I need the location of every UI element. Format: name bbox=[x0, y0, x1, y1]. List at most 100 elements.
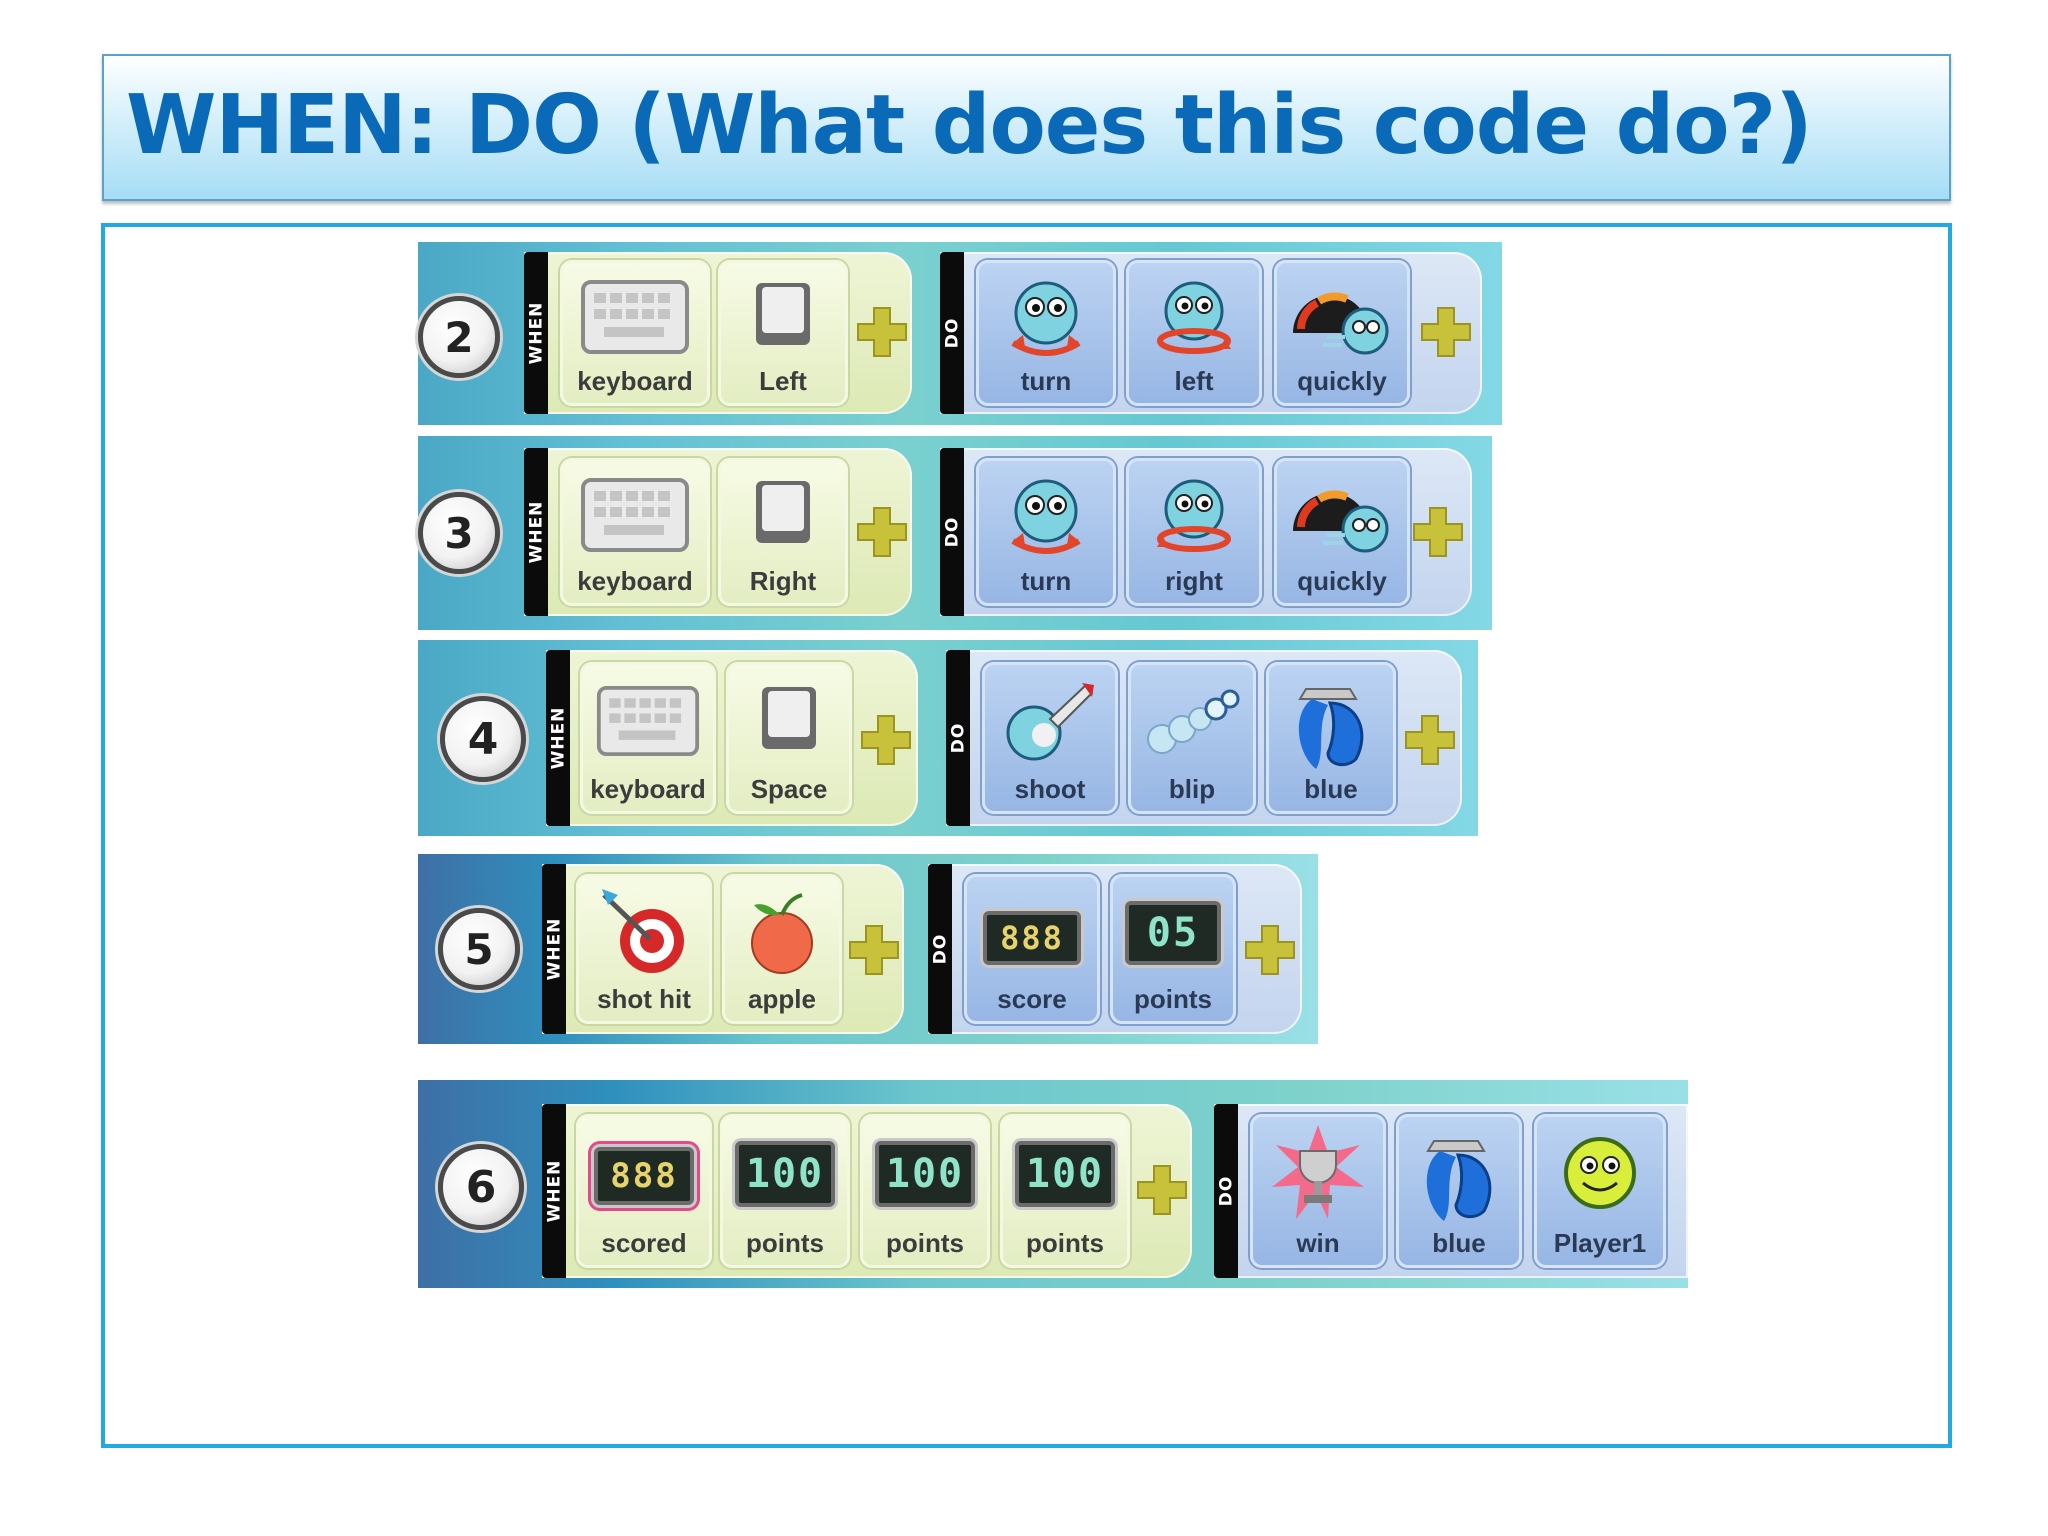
when-panel[interactable]: WHEN keyboard Left bbox=[524, 252, 912, 414]
do-panel[interactable]: DO shoot blip blue bbox=[946, 650, 1462, 826]
do-panel[interactable]: DO turn left quickly bbox=[940, 252, 1482, 414]
points-display: 05 bbox=[1146, 910, 1200, 956]
add-condition-plus-icon[interactable] bbox=[854, 504, 910, 560]
add-condition-plus-icon[interactable] bbox=[846, 922, 902, 978]
blip-icon bbox=[1147, 689, 1240, 754]
tile-keyboard[interactable]: keyboard bbox=[560, 458, 710, 606]
tile-score[interactable]: 888 score bbox=[964, 874, 1100, 1024]
tile-label: shoot bbox=[1014, 774, 1086, 804]
points-display: 100 bbox=[1025, 1151, 1105, 1197]
key-icon bbox=[756, 481, 810, 543]
rule-row-2: 2 WHEN keyboard Left DO turn left quickl… bbox=[418, 242, 1502, 425]
tile-blue[interactable]: blue bbox=[1396, 1114, 1522, 1268]
tile-key[interactable]: Space bbox=[726, 662, 852, 814]
rule-row-3: 3 WHEN keyboard Right DO turn right quic… bbox=[418, 436, 1492, 630]
tile-blue[interactable]: blue bbox=[1266, 662, 1396, 814]
add-action-plus-icon[interactable] bbox=[1402, 712, 1458, 768]
tile-turn[interactable]: turn bbox=[976, 458, 1116, 606]
tile-label: blip bbox=[1168, 774, 1216, 804]
speedometer-icon bbox=[1293, 292, 1389, 355]
apple-icon bbox=[751, 893, 813, 974]
speedometer-icon bbox=[1293, 490, 1389, 553]
tile-scored[interactable]: 888 scored bbox=[576, 1114, 712, 1268]
key-icon bbox=[762, 687, 816, 749]
tile-shoot[interactable]: shoot bbox=[982, 662, 1118, 814]
tile-turn[interactable]: turn bbox=[976, 260, 1116, 406]
when-tab-label: WHEN bbox=[548, 706, 569, 770]
tile-blip[interactable]: blip bbox=[1128, 662, 1256, 814]
when-tab-label: WHEN bbox=[544, 917, 565, 981]
add-action-plus-icon[interactable] bbox=[1242, 922, 1298, 978]
slide-title: WHEN: DO (What does this code do?) bbox=[126, 78, 1813, 173]
tile-label: Right bbox=[749, 566, 817, 596]
do-tab-label: DO bbox=[930, 933, 951, 965]
add-condition-plus-icon[interactable] bbox=[1134, 1162, 1190, 1218]
tile-label: points bbox=[1026, 1228, 1104, 1258]
tile-label: blue bbox=[1304, 774, 1358, 804]
do-panel[interactable]: DO 888 score 05 points bbox=[928, 864, 1302, 1034]
tile-label: keyboard bbox=[577, 566, 693, 596]
tile-keyboard[interactable]: keyboard bbox=[560, 260, 710, 406]
tile-win[interactable]: win bbox=[1250, 1114, 1386, 1268]
when-panel[interactable]: WHEN shot hit apple bbox=[542, 864, 904, 1034]
rule-number-badge: 3 bbox=[418, 492, 500, 574]
turn-icon bbox=[1011, 281, 1081, 356]
tile-right[interactable]: right bbox=[1126, 458, 1262, 606]
keyboard-icon bbox=[581, 478, 689, 552]
points-display: 100 bbox=[745, 1151, 825, 1197]
when-tab-label: WHEN bbox=[544, 1159, 565, 1223]
tile-label: Player1 bbox=[1553, 1228, 1647, 1258]
do-tab: DO bbox=[940, 448, 964, 616]
points-display: 100 bbox=[885, 1151, 965, 1197]
rule-row-6: 6 WHEN 888 scored 100 points 100 points … bbox=[418, 1080, 1688, 1288]
do-panel[interactable]: DO win blue Player1 bbox=[1214, 1104, 1688, 1278]
rule-number: 6 bbox=[465, 1161, 497, 1213]
tile-label: keyboard bbox=[577, 366, 693, 396]
tile-shot-hit[interactable]: shot hit bbox=[576, 874, 712, 1024]
tile-quickly[interactable]: quickly bbox=[1274, 260, 1410, 406]
score-icon: 888 bbox=[983, 911, 1081, 965]
tile-label: quickly bbox=[1297, 566, 1387, 596]
add-condition-plus-icon[interactable] bbox=[854, 304, 910, 360]
do-tab: DO bbox=[940, 252, 964, 414]
when-panel[interactable]: WHEN 888 scored 100 points 100 points 10… bbox=[542, 1104, 1192, 1278]
add-action-plus-icon[interactable] bbox=[1418, 304, 1474, 360]
add-action-plus-icon[interactable] bbox=[1410, 504, 1466, 560]
when-panel[interactable]: WHEN keyboard Right bbox=[524, 448, 912, 616]
tile-quickly[interactable]: quickly bbox=[1274, 458, 1410, 606]
do-tab-label: DO bbox=[948, 722, 969, 754]
tile-label: shot hit bbox=[597, 984, 691, 1014]
tile-label: blue bbox=[1432, 1228, 1486, 1258]
turn-icon bbox=[1011, 479, 1081, 554]
tile-points[interactable]: 100 points bbox=[860, 1114, 990, 1268]
blue-paint-icon bbox=[1426, 1140, 1492, 1221]
when-tab-label: WHEN bbox=[526, 500, 547, 564]
player-face-icon bbox=[1564, 1137, 1636, 1209]
tile-label: right bbox=[1165, 566, 1223, 596]
tile-label: keyboard bbox=[590, 774, 706, 804]
rule-row-4: 4 WHEN keyboard Space DO shoot blip blue bbox=[418, 640, 1478, 836]
tile-points[interactable]: 100 points bbox=[1000, 1114, 1130, 1268]
rule-number: 4 bbox=[467, 713, 499, 765]
keyboard-icon bbox=[596, 686, 700, 756]
tile-left[interactable]: left bbox=[1126, 260, 1262, 406]
tile-apple[interactable]: apple bbox=[722, 874, 842, 1024]
when-tab: WHEN bbox=[542, 1104, 566, 1278]
rule-number-badge: 4 bbox=[440, 696, 526, 782]
tile-points[interactable]: 05 points bbox=[1110, 874, 1236, 1024]
do-tab: DO bbox=[928, 864, 952, 1034]
tile-key[interactable]: Right bbox=[718, 458, 848, 606]
do-tab-label: DO bbox=[942, 516, 963, 548]
rocket-icon bbox=[1006, 683, 1094, 761]
add-condition-plus-icon[interactable] bbox=[858, 712, 914, 768]
tile-player1[interactable]: Player1 bbox=[1534, 1114, 1666, 1268]
when-tab: WHEN bbox=[524, 448, 548, 616]
tile-keyboard[interactable]: keyboard bbox=[580, 662, 716, 814]
do-panel[interactable]: DO turn right quickly bbox=[940, 448, 1472, 616]
tile-key[interactable]: Left bbox=[718, 260, 848, 406]
do-tab-label: DO bbox=[942, 317, 963, 349]
tile-label: score bbox=[997, 984, 1067, 1014]
rule-row-5: 5 WHEN shot hit apple DO 888 score 05 po… bbox=[418, 854, 1318, 1044]
tile-points[interactable]: 100 points bbox=[720, 1114, 850, 1268]
when-panel[interactable]: WHEN keyboard Space bbox=[546, 650, 918, 826]
